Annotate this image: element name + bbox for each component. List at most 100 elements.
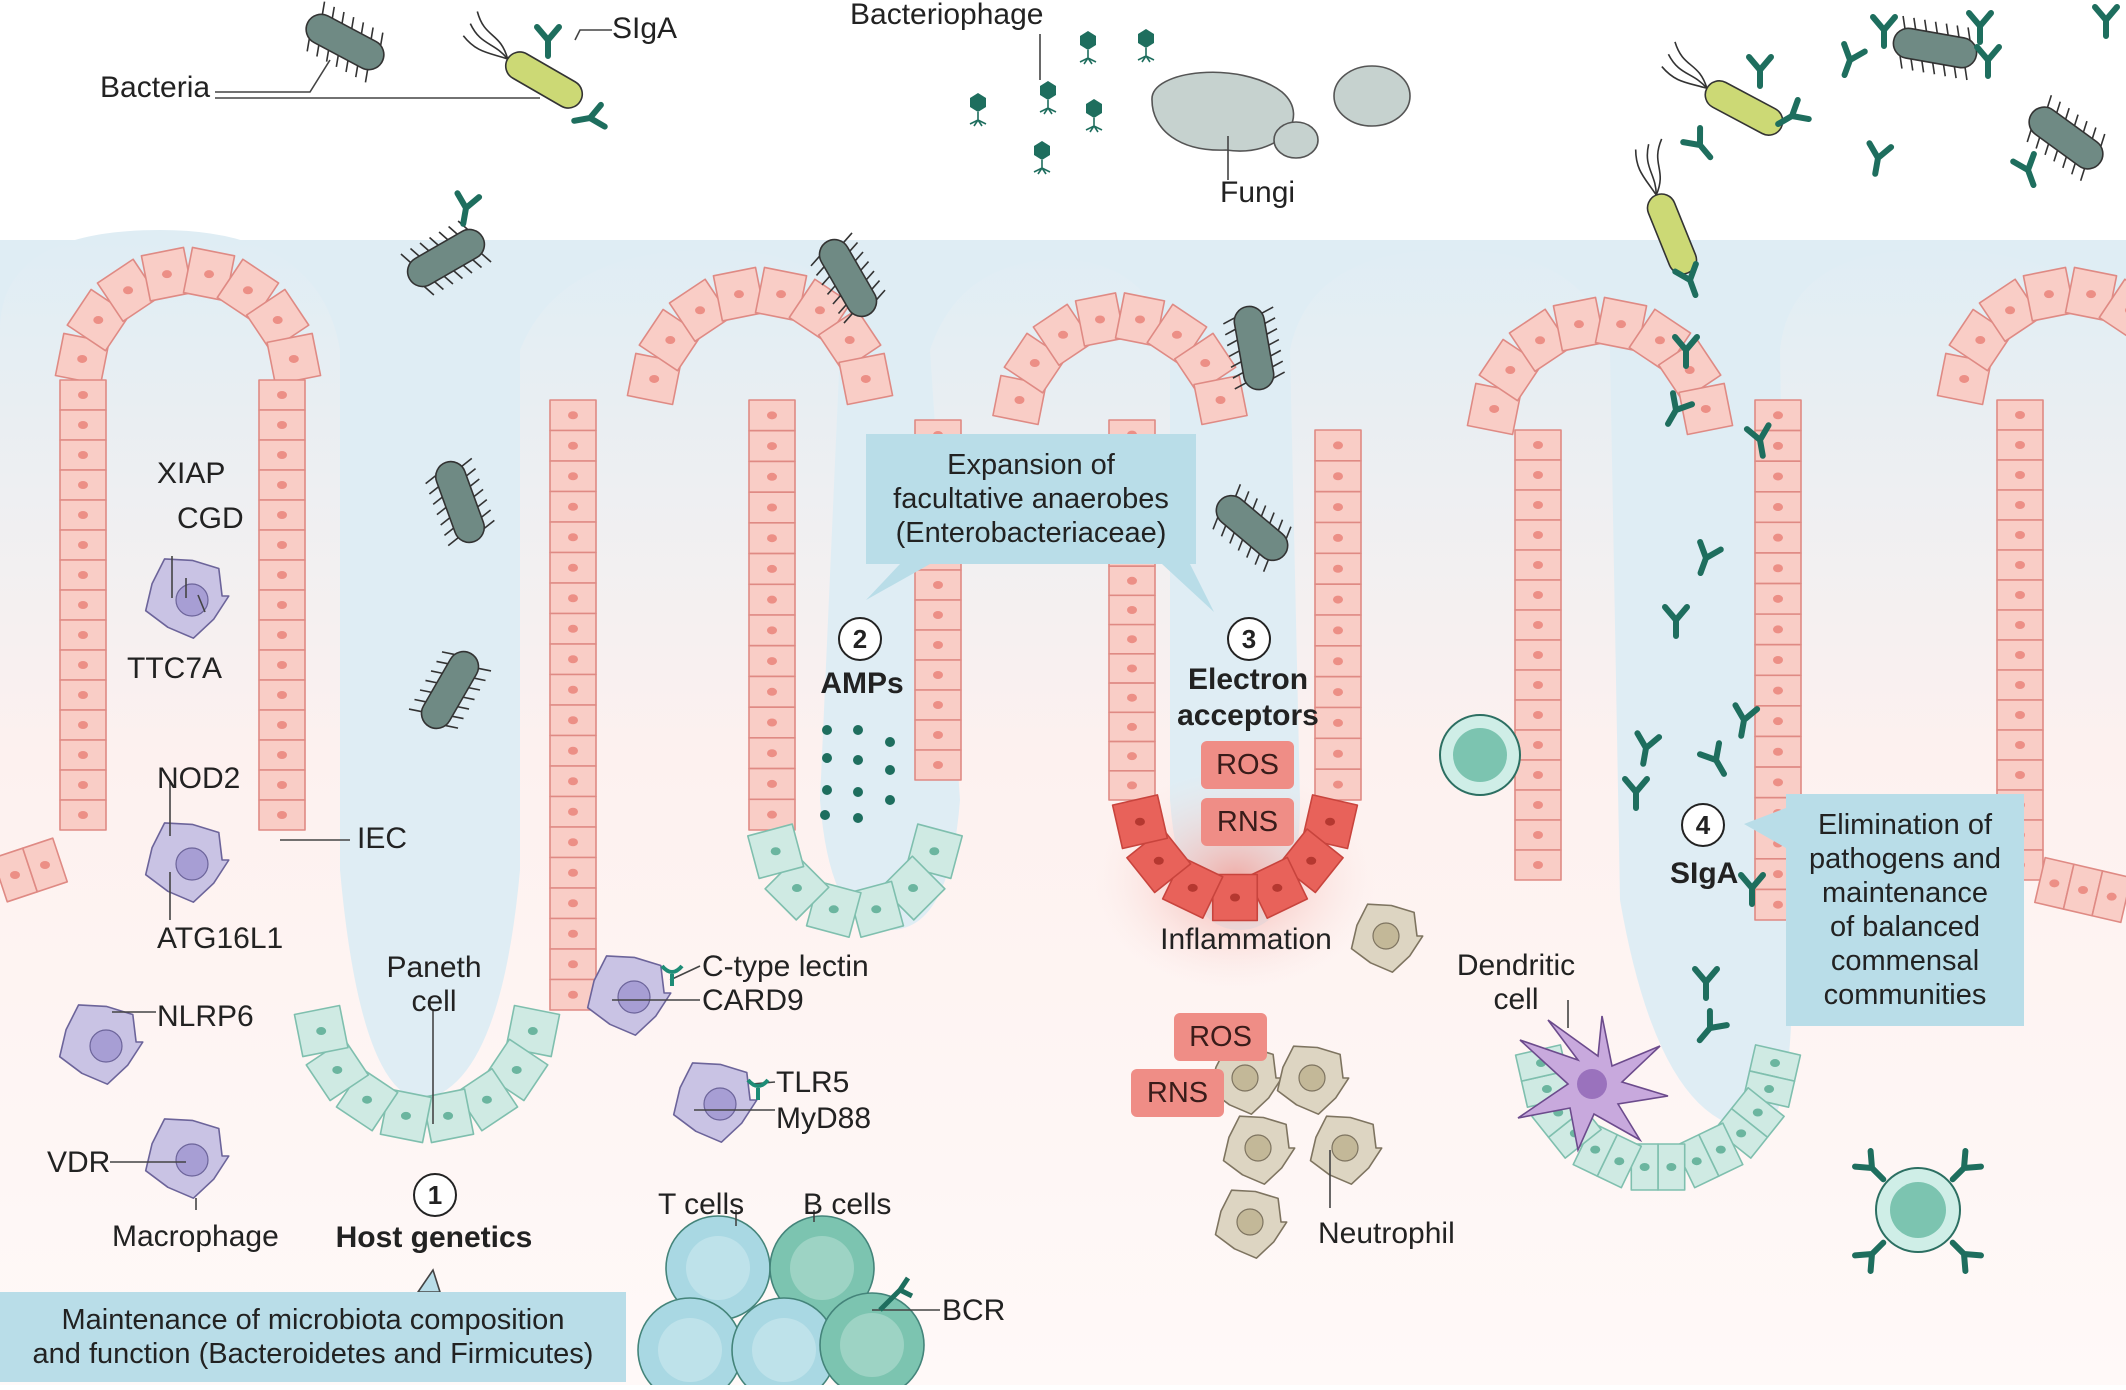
antibody-arm <box>1622 776 1650 811</box>
pilus <box>1234 484 1242 497</box>
flagellum <box>1674 41 1708 89</box>
cell-nucleus <box>933 671 943 679</box>
crypt-base-dendritic <box>1514 1044 1802 1191</box>
pilus <box>478 667 492 672</box>
pilus <box>2073 114 2079 127</box>
bacterium-grey <box>1222 305 1286 391</box>
cell-nucleus <box>568 594 578 603</box>
antibody-arm <box>1775 96 1812 127</box>
antibody-arm <box>1672 261 1699 299</box>
antimicrobial-peptide <box>820 810 830 820</box>
dendritic-cell <box>1517 1015 1669 1153</box>
macrophage-label: Macrophage <box>112 1220 279 1253</box>
pilus <box>1945 23 1950 37</box>
pilus <box>1220 524 1227 537</box>
cell-nucleus <box>78 601 88 609</box>
neutrophil-label: Neutrophil <box>1318 1217 1455 1250</box>
antibody-arm <box>1966 10 1994 45</box>
vdr-label: VDR <box>47 1146 111 1179</box>
cell-nucleus <box>776 290 787 299</box>
antibody-arm <box>2092 4 2120 39</box>
cell-nucleus <box>933 761 943 769</box>
cell-nucleus <box>78 391 88 399</box>
cell-nucleus <box>1773 533 1783 542</box>
expansion-pointer-right <box>1162 564 1214 612</box>
cell-nucleus <box>1773 564 1783 573</box>
neutrophil-cell <box>1214 1189 1288 1259</box>
cell-nucleus <box>665 336 676 345</box>
pilus <box>859 261 870 272</box>
bacterium-body <box>305 13 385 71</box>
pilus <box>1229 531 1236 544</box>
cell-nucleus <box>1127 635 1137 644</box>
pilus <box>450 715 464 720</box>
antimicrobial-peptide <box>853 813 863 823</box>
cell-nucleus <box>1153 856 1164 865</box>
dendritic-cell-label-1: Dendritic <box>1456 949 1576 982</box>
cell-nucleus <box>1333 533 1343 542</box>
expansion-pointer-left <box>866 564 930 600</box>
villus-wall <box>258 379 306 831</box>
pilus <box>443 526 455 536</box>
bacterium-grey <box>810 232 886 324</box>
neutrophil-cell <box>1350 903 1424 973</box>
antibody-arm <box>1680 124 1714 161</box>
cell-nucleus <box>40 861 50 869</box>
pilus <box>325 49 330 62</box>
ttc7a-label: TTC7A <box>127 652 223 685</box>
pilus <box>331 6 336 20</box>
siga-antibody <box>1743 422 1772 459</box>
phage-tail <box>1079 50 1097 65</box>
cell-nucleus <box>277 391 287 399</box>
cell-nucleus <box>1773 411 1783 420</box>
cell-nucleus <box>78 781 88 789</box>
antimicrobial-peptide <box>822 785 832 795</box>
cell-nucleus <box>2015 561 2025 569</box>
siga-antibody <box>534 24 562 59</box>
pilus <box>2026 129 2032 143</box>
pilus <box>433 280 444 291</box>
pilus <box>1254 552 1261 565</box>
villus-wall <box>1514 429 1562 881</box>
host-genetics-label: Host genetics <box>335 1221 533 1254</box>
cell-nucleus <box>1533 471 1543 479</box>
pilus <box>1246 545 1253 558</box>
elimination-callout-line-5: commensal <box>1830 945 1980 977</box>
bacterium-grey <box>2026 94 2106 182</box>
cell-nucleus <box>1773 472 1783 481</box>
elimination-callout-line-3: maintenance <box>1821 877 1989 909</box>
pilus <box>425 475 437 485</box>
cell-nucleus <box>767 657 777 666</box>
siga-antibody <box>1841 41 1868 79</box>
b-cell <box>819 1292 925 1390</box>
pilus <box>2044 142 2050 156</box>
cell-nucleus <box>767 503 777 512</box>
siga-antibody <box>1672 334 1700 369</box>
maintenance-callout: Maintenance of microbiota composition an… <box>0 1292 626 1382</box>
leader-line <box>574 29 612 41</box>
pilus <box>335 54 340 67</box>
paneth-cell-label-1: Paneth <box>386 951 482 984</box>
neutrophil-nucleus <box>1236 1208 1264 1236</box>
lymphocyte-nucleus <box>686 1236 750 1300</box>
expansion-callout-line-3: (Enterobacteriaceae) <box>895 517 1167 549</box>
siga-label-top: SIgA <box>612 12 678 45</box>
cell-nucleus <box>1773 870 1783 879</box>
cell-nucleus <box>1959 374 1970 383</box>
pilus <box>423 286 435 296</box>
elimination-callout-line-1: Elimination of <box>1817 809 1993 841</box>
bacterium-grey <box>408 650 492 730</box>
cell-nucleus <box>568 472 578 481</box>
siga-antibody <box>1692 966 1720 1001</box>
cell-nucleus <box>1333 472 1343 481</box>
cell-nucleus <box>568 777 578 786</box>
cell-nucleus <box>277 631 287 639</box>
cell-nucleus <box>1333 688 1343 697</box>
antibody-arm <box>1870 14 1898 49</box>
cell-nucleus <box>767 687 777 696</box>
cell-nucleus <box>2043 290 2054 299</box>
siga-antibody <box>1852 1148 1887 1183</box>
dendritic-cell-nucleus <box>1577 1069 1607 1099</box>
pilus <box>832 293 842 305</box>
cell-nucleus <box>1533 441 1543 449</box>
